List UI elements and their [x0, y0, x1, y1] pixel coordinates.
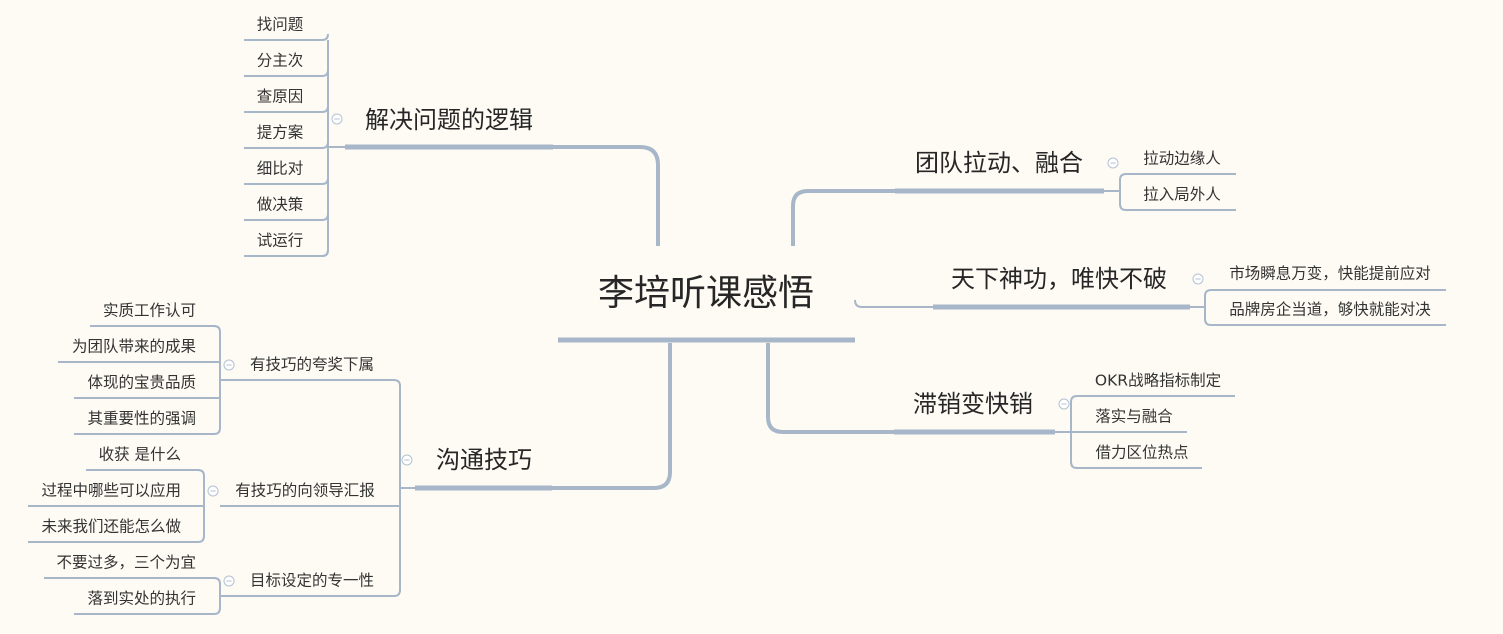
topic-team-integration[interactable]: 团队拉动、融合	[915, 149, 1083, 177]
leaf-spine	[1070, 402, 1202, 469]
leaf-underline	[86, 469, 205, 477]
topic-what-applicable[interactable]: 过程中哪些可以应用	[41, 481, 181, 500]
topic-find-cause[interactable]: 查原因	[256, 87, 304, 106]
leaf-spine	[1204, 296, 1446, 326]
collapse-praise-button[interactable]	[223, 359, 235, 371]
collapse-speed-button[interactable]	[1192, 273, 1204, 285]
sub-spine	[220, 386, 401, 597]
topic-include-outsiders[interactable]: 拉入局外人	[1143, 185, 1221, 204]
topic-valuable-qualities[interactable]: 体现的宝贵品质	[87, 373, 196, 392]
topic-praise-subordinates[interactable]: 有技巧的夸奖下属	[249, 355, 375, 374]
collapse-goal-button[interactable]	[223, 575, 235, 587]
leaf-underline	[244, 141, 329, 149]
topic-prioritize[interactable]: 分主次	[256, 51, 304, 70]
collapse-comm-button[interactable]	[401, 454, 413, 466]
topic-decide[interactable]: 做决策	[256, 195, 304, 214]
topic-find-problem[interactable]: 找问题	[256, 15, 304, 34]
leaf-spine	[321, 40, 329, 257]
leaf-spine	[1119, 180, 1236, 211]
root-topic[interactable]: 李培听课感悟	[597, 273, 815, 314]
leaf-underline	[1119, 173, 1236, 181]
leaf-underline	[74, 607, 221, 615]
leaf-underline	[244, 33, 329, 41]
collapse-slow-button[interactable]	[1058, 398, 1070, 410]
topic-propose-plan[interactable]: 提方案	[256, 123, 304, 142]
collapse-team-button[interactable]	[1107, 157, 1119, 169]
topic-what-gained[interactable]: 收获 是什么	[98, 445, 181, 464]
branch-connector	[766, 343, 894, 434]
branch-connector	[791, 189, 895, 246]
topic-communication-skills[interactable]: 沟通技巧	[436, 446, 532, 474]
leaf-underline	[244, 249, 329, 257]
leaf-underline	[244, 177, 329, 185]
topic-market-changes[interactable]: 市场瞬息万变，快能提前应对	[1229, 264, 1431, 283]
topic-emphasize-importance[interactable]: 其重要性的强调	[87, 409, 196, 428]
topic-report-to-leader[interactable]: 有技巧的向领导汇报	[235, 481, 375, 500]
topic-what-next[interactable]: 未来我们还能怎么做	[41, 517, 181, 536]
collapse-logic-button[interactable]	[331, 113, 343, 125]
topic-brand-competition[interactable]: 品牌房企当道，够快就能对决	[1229, 300, 1431, 319]
topic-team-results[interactable]: 为团队带来的成果	[71, 337, 196, 356]
topic-implement-integrate[interactable]: 落实与融合	[1095, 407, 1173, 426]
topic-trial-run[interactable]: 试运行	[256, 231, 304, 250]
topic-concrete-execution[interactable]: 落到实处的执行	[87, 589, 196, 608]
topic-not-too-many[interactable]: 不要过多，三个为宜	[56, 553, 196, 572]
leaf-underline	[244, 69, 329, 77]
leaf-underline	[90, 325, 221, 333]
sub-spine-top	[220, 379, 401, 387]
leaf-underline	[44, 577, 221, 585]
topic-problem-solving-logic[interactable]: 解决问题的逻辑	[365, 106, 533, 134]
topic-engage-marginal[interactable]: 拉动边缘人	[1143, 149, 1221, 168]
topic-goal-focus[interactable]: 目标设定的专一性	[249, 571, 375, 590]
leaf-underline	[1070, 395, 1235, 403]
branch-connector	[552, 343, 672, 490]
leaf-underline	[1204, 289, 1446, 297]
collapse-report-button[interactable]	[207, 485, 219, 497]
branch-connector	[854, 299, 933, 308]
leaf-underline	[244, 105, 329, 113]
leaf-underline	[28, 535, 205, 543]
leaf-underline	[74, 427, 221, 435]
topic-compare[interactable]: 细比对	[256, 159, 304, 178]
topic-location-hotspots[interactable]: 借力区位热点	[1095, 443, 1189, 462]
topic-speed-wins[interactable]: 天下神功，唯快不破	[951, 265, 1167, 293]
leaf-underline	[244, 213, 329, 221]
topic-okr-strategy[interactable]: OKR战略指标制定	[1094, 371, 1222, 390]
branch-connector	[553, 145, 660, 246]
topic-slow-to-fast-sales[interactable]: 滞销变快销	[913, 390, 1033, 418]
topic-recognize-work[interactable]: 实质工作认可	[102, 301, 196, 320]
